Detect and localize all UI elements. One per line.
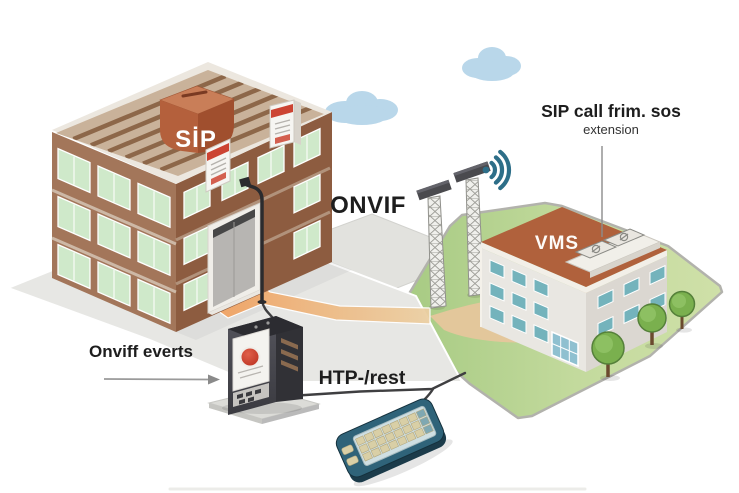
wall-intercom-unit-facade: [205, 138, 231, 193]
vms-entrance-door: [551, 330, 579, 368]
window-grid-left-face: [57, 147, 171, 325]
http-rest-label: HTP-/rest: [319, 367, 406, 389]
wall-intercom-unit-roof: [269, 99, 301, 149]
window-grid-vms: [489, 259, 666, 344]
entrance-lamp-post: [239, 176, 267, 304]
callout-subtitle: extension: [583, 122, 639, 137]
events-arrowhead: [208, 374, 220, 385]
wifi-signal-icon: [482, 149, 512, 191]
handheld-terminal: [335, 398, 453, 487]
sos-intercom-station: [207, 316, 321, 424]
antenna-tower-right: [453, 161, 491, 297]
sip-rooftop-box: SİP: [159, 85, 235, 153]
terminal-keypad: [355, 408, 434, 462]
antenna-tower-left: [416, 179, 452, 309]
callout-title: SIP call frim. sos: [541, 101, 681, 121]
cloud-icon: [325, 91, 398, 125]
tree-icon: [591, 331, 625, 381]
window-grid-right-face: [183, 127, 321, 312]
events-arrow: [103, 374, 220, 385]
office-building: SİP: [51, 62, 332, 332]
building-entrance: [207, 202, 264, 315]
onvif-events-label: Onviff everts: [89, 342, 193, 361]
onvif-label: ONVIF: [330, 192, 406, 219]
cloud-icon: [462, 47, 521, 81]
rooftop-hvac-units: [564, 228, 662, 278]
tree-icon: [637, 303, 667, 349]
tree-icon: [668, 290, 696, 333]
intercom-vents: [281, 338, 298, 372]
vms-roof: [481, 207, 667, 287]
network-cable: [288, 371, 467, 398]
vms-roof-label: VMS: [535, 233, 579, 254]
sos-button-icon: [239, 346, 261, 368]
antenna-towers: [416, 149, 512, 310]
terminal-cable: [422, 387, 435, 402]
